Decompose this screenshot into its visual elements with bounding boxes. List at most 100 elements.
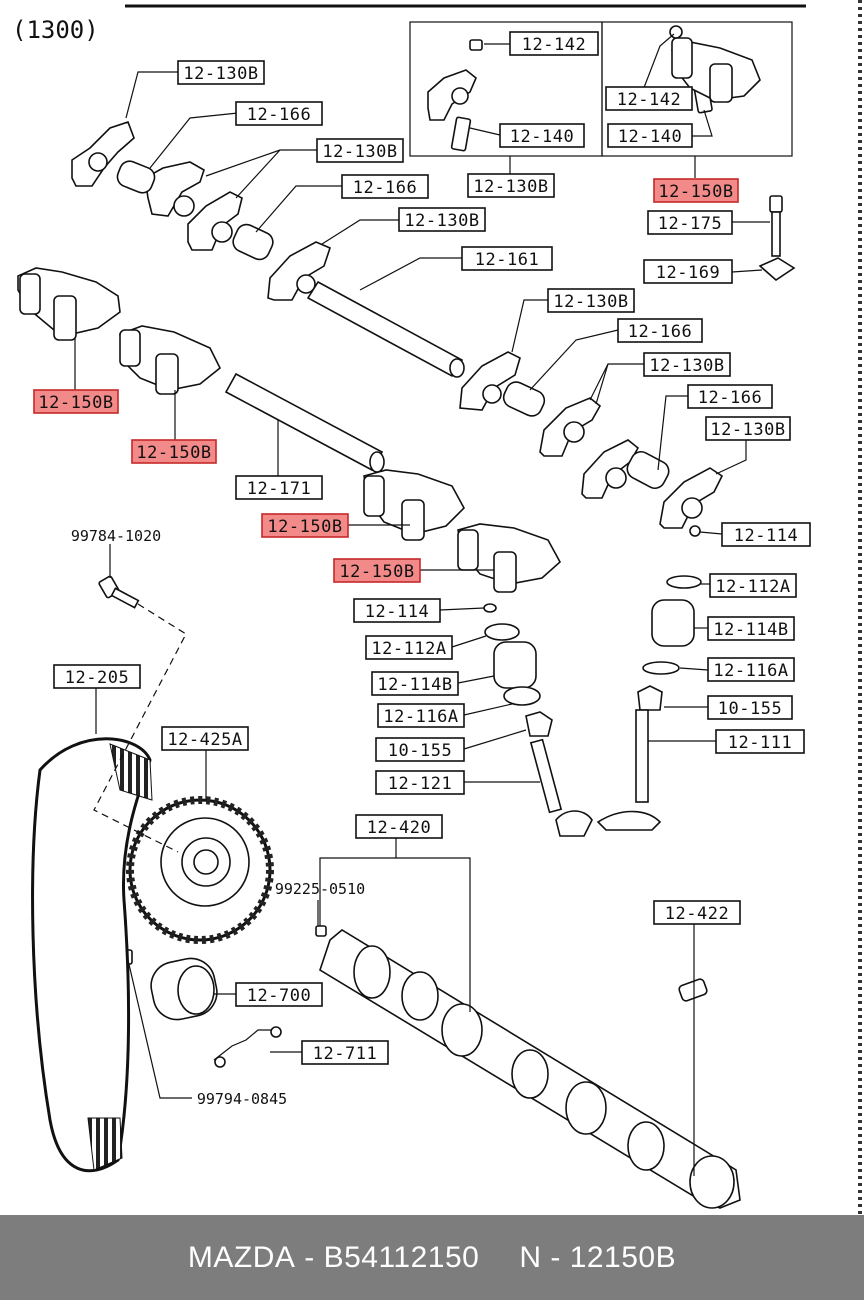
svg-text:12-420: 12-420 bbox=[367, 818, 431, 838]
rocker-shaft-part bbox=[224, 280, 465, 473]
part-label-12-130b[interactable]: 12-130B bbox=[177, 60, 265, 85]
svg-text:12-205: 12-205 bbox=[65, 668, 129, 688]
part-label-12-142[interactable]: 12-142 bbox=[605, 86, 693, 111]
svg-text:12-112A: 12-112A bbox=[371, 639, 446, 659]
svg-text:12-142: 12-142 bbox=[522, 35, 586, 55]
part-label-12-700[interactable]: 12-700 bbox=[235, 982, 323, 1007]
svg-text:12-130B: 12-130B bbox=[183, 64, 258, 84]
ref-number: 12150B bbox=[569, 1240, 677, 1274]
leader-lines bbox=[74, 33, 770, 1176]
part-label-12-169[interactable]: 12-169 bbox=[643, 259, 733, 284]
svg-text:12-130B: 12-130B bbox=[553, 292, 628, 312]
svg-text:12-711: 12-711 bbox=[313, 1044, 377, 1064]
svg-text:12-130B: 12-130B bbox=[710, 420, 785, 440]
part-label-12-711[interactable]: 12-711 bbox=[301, 1040, 389, 1065]
part-label-12-150b-highlighted[interactable]: 12-150B bbox=[33, 389, 119, 414]
svg-text:12-150B: 12-150B bbox=[38, 393, 113, 413]
svg-text:12-112A: 12-112A bbox=[715, 577, 790, 597]
part-label-12-116a[interactable]: 12-116A bbox=[707, 657, 795, 682]
inset-frame-right bbox=[601, 21, 793, 157]
part-label-10-155[interactable]: 10-155 bbox=[707, 695, 793, 720]
part-label-12-142[interactable]: 12-142 bbox=[509, 31, 599, 56]
svg-text:12-150B: 12-150B bbox=[658, 182, 733, 202]
part-label-12-114[interactable]: 12-114 bbox=[353, 598, 441, 623]
svg-text:12-121: 12-121 bbox=[388, 774, 452, 794]
part-label-12-175[interactable]: 12-175 bbox=[647, 210, 733, 235]
svg-text:12-142: 12-142 bbox=[617, 90, 681, 110]
svg-text:12-111: 12-111 bbox=[728, 733, 792, 753]
engine-label: (1300) bbox=[12, 16, 99, 44]
svg-text:12-169: 12-169 bbox=[656, 263, 720, 283]
part-label-12-166[interactable]: 12-166 bbox=[687, 384, 773, 409]
svg-text:12-166: 12-166 bbox=[247, 105, 311, 125]
part-number: B54112150 bbox=[323, 1240, 480, 1274]
part-label-12-205[interactable]: 12-205 bbox=[53, 664, 141, 689]
svg-text:12-114: 12-114 bbox=[365, 602, 429, 622]
part-label-12-140[interactable]: 12-140 bbox=[499, 123, 585, 148]
svg-text:12-166: 12-166 bbox=[698, 388, 762, 408]
brand-name: MAZDA bbox=[187, 1240, 296, 1274]
svg-text:12-130B: 12-130B bbox=[404, 211, 479, 231]
part-label-12-130b[interactable]: 12-130B bbox=[398, 207, 486, 232]
part-label-12-114[interactable]: 12-114 bbox=[721, 522, 811, 547]
part-label-12-111[interactable]: 12-111 bbox=[715, 729, 805, 754]
part-label-10-155[interactable]: 10-155 bbox=[375, 737, 465, 762]
part-label-12-112a[interactable]: 12-112A bbox=[709, 573, 797, 598]
part-labels: 12-130B 12-166 12-130B 12-166 12-130B 12… bbox=[33, 31, 811, 1108]
part-label-12-150b-highlighted[interactable]: 12-150B bbox=[333, 558, 421, 583]
part-label-12-422[interactable]: 12-422 bbox=[653, 900, 741, 925]
svg-text:12-140: 12-140 bbox=[618, 127, 682, 147]
part-label-12-140[interactable]: 12-140 bbox=[607, 123, 693, 148]
part-number-99784-1020: 99784-1020 bbox=[71, 527, 161, 545]
part-label-12-150b-highlighted[interactable]: 12-150B bbox=[261, 513, 349, 538]
part-label-12-166[interactable]: 12-166 bbox=[617, 318, 703, 343]
pulley-bolt-dash-line bbox=[93, 603, 187, 853]
part-label-12-121[interactable]: 12-121 bbox=[375, 770, 465, 795]
svg-text:12-140: 12-140 bbox=[510, 127, 574, 147]
part-label-12-420[interactable]: 12-420 bbox=[355, 814, 443, 839]
valve-part bbox=[525, 685, 663, 837]
svg-text:10-155: 10-155 bbox=[388, 741, 452, 761]
svg-text:12-130B: 12-130B bbox=[649, 356, 724, 376]
cam-pulley-part bbox=[126, 796, 274, 944]
svg-text:12-150B: 12-150B bbox=[339, 562, 414, 582]
part-label-12-114b[interactable]: 12-114B bbox=[371, 671, 459, 696]
ref-prefix: N bbox=[519, 1240, 542, 1274]
part-label-12-161[interactable]: 12-161 bbox=[461, 246, 553, 271]
svg-text:12-171: 12-171 bbox=[247, 479, 311, 499]
rocker-base-part bbox=[17, 37, 761, 593]
svg-text:12-166: 12-166 bbox=[628, 322, 692, 342]
footer-bar: MAZDA - B54112150 N - 12150B bbox=[0, 1215, 864, 1300]
svg-text:12-150B: 12-150B bbox=[136, 443, 211, 463]
part-label-12-166[interactable]: 12-166 bbox=[235, 101, 323, 126]
part-label-12-130b[interactable]: 12-130B bbox=[643, 352, 731, 377]
part-label-12-116a[interactable]: 12-116A bbox=[377, 703, 465, 728]
part-label-12-130b[interactable]: 12-130B bbox=[316, 138, 404, 163]
svg-text:12-114B: 12-114B bbox=[713, 620, 788, 640]
part-label-12-150b-highlighted[interactable]: 12-150B bbox=[131, 439, 217, 464]
part-label-12-130b[interactable]: 12-130B bbox=[547, 288, 635, 313]
svg-text:12-116A: 12-116A bbox=[383, 707, 458, 727]
part-label-12-114b[interactable]: 12-114B bbox=[707, 616, 795, 641]
svg-text:12-150B: 12-150B bbox=[267, 517, 342, 537]
part-label-12-425a[interactable]: 12-425A bbox=[161, 726, 249, 751]
part-label-12-150b-highlighted[interactable]: 12-150B bbox=[653, 178, 739, 203]
part-number-99225-0510: 99225-0510 bbox=[275, 880, 365, 898]
svg-text:10-155: 10-155 bbox=[718, 699, 782, 719]
scan-edge bbox=[858, 0, 862, 1215]
svg-text:12-130B: 12-130B bbox=[473, 177, 548, 197]
svg-text:12-116A: 12-116A bbox=[713, 661, 788, 681]
part-label-12-130b[interactable]: 12-130B bbox=[705, 416, 791, 441]
timing-belt-part bbox=[31, 737, 153, 1173]
brand-separator: - bbox=[304, 1240, 315, 1274]
svg-text:12-175: 12-175 bbox=[658, 214, 722, 234]
svg-text:12-425A: 12-425A bbox=[167, 730, 242, 750]
part-label-12-112a[interactable]: 12-112A bbox=[365, 635, 453, 660]
part-label-12-166[interactable]: 12-166 bbox=[341, 174, 429, 199]
parts-diagram: (1300) bbox=[12, 4, 811, 1209]
svg-text:12-161: 12-161 bbox=[475, 250, 539, 270]
camshaft-part bbox=[315, 925, 741, 1209]
rocker-spring-part bbox=[116, 82, 713, 490]
part-label-12-171[interactable]: 12-171 bbox=[235, 475, 323, 500]
part-label-12-130b[interactable]: 12-130B bbox=[467, 173, 555, 198]
